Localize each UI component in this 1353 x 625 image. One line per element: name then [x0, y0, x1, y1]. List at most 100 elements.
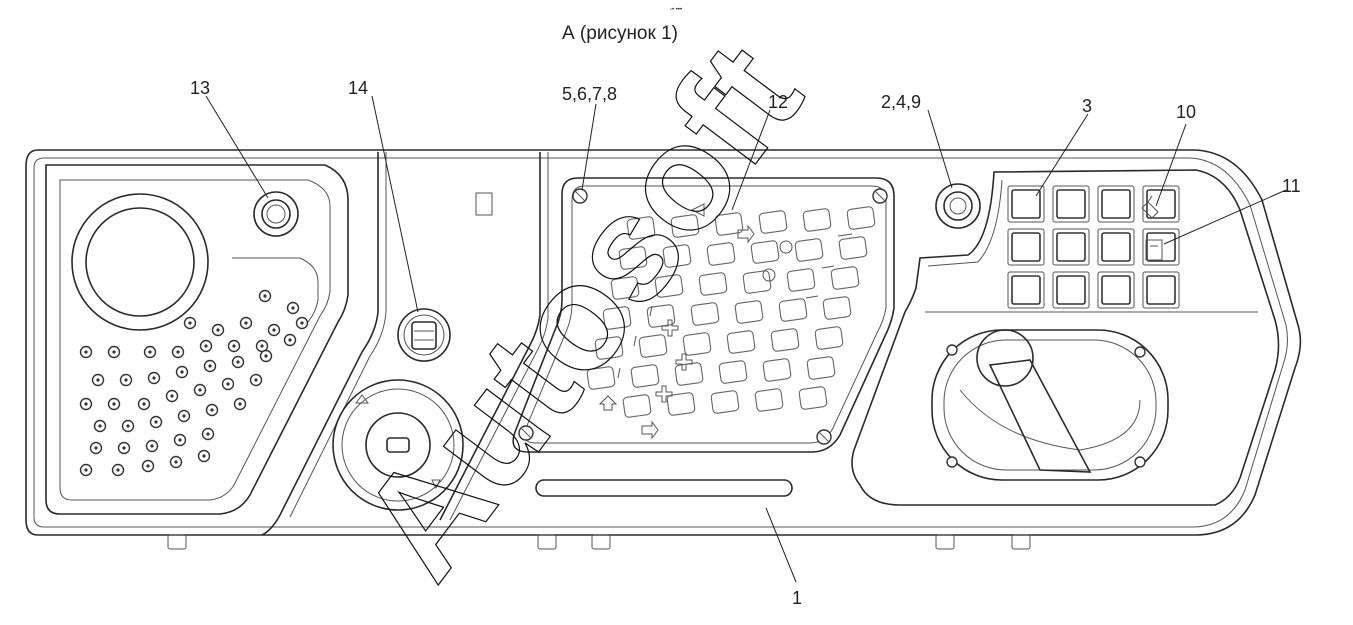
matrix-key[interactable] [1101, 189, 1131, 219]
matrix-key[interactable] [1011, 189, 1041, 219]
soft-key[interactable] [798, 386, 828, 410]
grille-hole-dot [206, 432, 210, 436]
grille-hole-dot [236, 360, 240, 364]
grille-hole-dot [254, 378, 258, 382]
soft-key[interactable] [802, 208, 832, 232]
matrix-key[interactable] [1011, 275, 1041, 305]
soft-key[interactable] [690, 302, 720, 326]
matrix-key[interactable] [1101, 275, 1131, 305]
soft-key[interactable] [698, 272, 728, 296]
plus-icon [675, 353, 693, 371]
soft-key[interactable] [674, 362, 704, 386]
pen-icon [1141, 195, 1159, 219]
soft-key[interactable] [786, 268, 816, 292]
soft-key[interactable] [754, 388, 784, 412]
soft-key[interactable] [630, 364, 660, 388]
arrow-down-icon [431, 479, 441, 490]
soft-key[interactable] [622, 394, 652, 418]
grille-hole-dot [176, 350, 180, 354]
matrix-key[interactable] [1101, 232, 1131, 262]
callout-2-4-9: 2,4,9 [881, 92, 921, 112]
callout-11: 11 [1282, 176, 1301, 196]
grille-hole-dot [124, 378, 128, 382]
matrix-key[interactable] [1056, 232, 1086, 262]
grille-hole-dot [148, 350, 152, 354]
soft-key[interactable] [626, 216, 656, 240]
grille-hole-dot [263, 294, 267, 298]
soft-key[interactable] [734, 300, 764, 324]
soft-key[interactable] [806, 356, 836, 380]
key-matrix-3 [1007, 185, 1180, 309]
soft-key[interactable] [618, 246, 648, 270]
soft-key[interactable] [602, 306, 632, 330]
panel-housing [25, 149, 1302, 550]
matrix-key[interactable] [1056, 189, 1086, 219]
soft-key[interactable] [822, 296, 852, 320]
soft-key[interactable] [778, 298, 808, 322]
soft-key[interactable] [594, 336, 624, 360]
speaker-cone-inner [85, 207, 195, 317]
soft-key[interactable] [750, 240, 780, 264]
soft-key[interactable] [758, 210, 788, 234]
soft-key[interactable] [586, 366, 616, 390]
matrix-key[interactable] [1146, 275, 1176, 305]
grille-hole-dot [84, 468, 88, 472]
callout-labels: 13 14 5,6,7,8 12 2,4,9 3 10 11 1 [190, 78, 1301, 608]
callout-3: 3 [1082, 96, 1092, 116]
soft-keys [586, 206, 876, 418]
soft-key[interactable] [682, 332, 712, 356]
soft-key[interactable] [838, 236, 868, 260]
key-10-pictogram [1141, 195, 1159, 219]
grille-hole-dot [226, 382, 230, 386]
matrix-key-frame [1007, 185, 1045, 223]
middle-section [439, 152, 793, 521]
matrix-key[interactable] [1146, 189, 1176, 219]
matrix-key-frame [1007, 228, 1045, 266]
plus-icon [661, 319, 679, 337]
soft-key[interactable] [666, 392, 696, 416]
soft-key[interactable] [610, 276, 640, 300]
matrix-key-frame [1142, 185, 1180, 223]
soft-key[interactable] [726, 330, 756, 354]
matrix-key[interactable] [1011, 232, 1041, 262]
left-section-divider [261, 152, 387, 536]
soft-key[interactable] [814, 326, 844, 350]
grille-hole-dot [264, 354, 268, 358]
square-marker [475, 192, 493, 216]
bolt-2-4-9[interactable] [935, 183, 981, 229]
soft-key[interactable] [654, 274, 684, 298]
soft-key[interactable] [742, 270, 772, 294]
grille-hole-dot [244, 321, 248, 325]
slot [535, 479, 793, 497]
bar-icon [617, 367, 621, 379]
soft-key[interactable] [770, 328, 800, 352]
grille-hole-dot [116, 468, 120, 472]
soft-key[interactable] [762, 358, 792, 382]
grille-hole-dot [112, 402, 116, 406]
connector-14[interactable] [397, 308, 451, 362]
matrix-key[interactable] [1056, 275, 1086, 305]
soft-key[interactable] [710, 390, 740, 414]
callout-12: 12 [768, 92, 788, 112]
soft-key[interactable] [662, 244, 692, 268]
soft-key[interactable] [846, 206, 876, 230]
rotary-selector[interactable] [332, 379, 464, 511]
matrix-key-frame [1097, 228, 1135, 266]
soft-key[interactable] [830, 266, 860, 290]
grille-hole-dot [210, 408, 214, 412]
grille-hole-dot [150, 444, 154, 448]
grille-hole-dot [142, 402, 146, 406]
joystick[interactable] [931, 329, 1169, 481]
leader-lines [205, 95, 1287, 583]
soft-key[interactable] [794, 238, 824, 262]
grille-hole-dot [94, 446, 98, 450]
grille-hole-dot [288, 338, 292, 342]
soft-key[interactable] [670, 214, 700, 238]
matrix-key[interactable] [1146, 232, 1176, 262]
soft-key[interactable] [718, 360, 748, 384]
button-13[interactable] [253, 191, 299, 237]
soft-key[interactable] [706, 242, 736, 266]
soft-key[interactable] [714, 212, 744, 236]
grille-holes [79, 289, 309, 477]
soft-key[interactable] [638, 334, 668, 358]
